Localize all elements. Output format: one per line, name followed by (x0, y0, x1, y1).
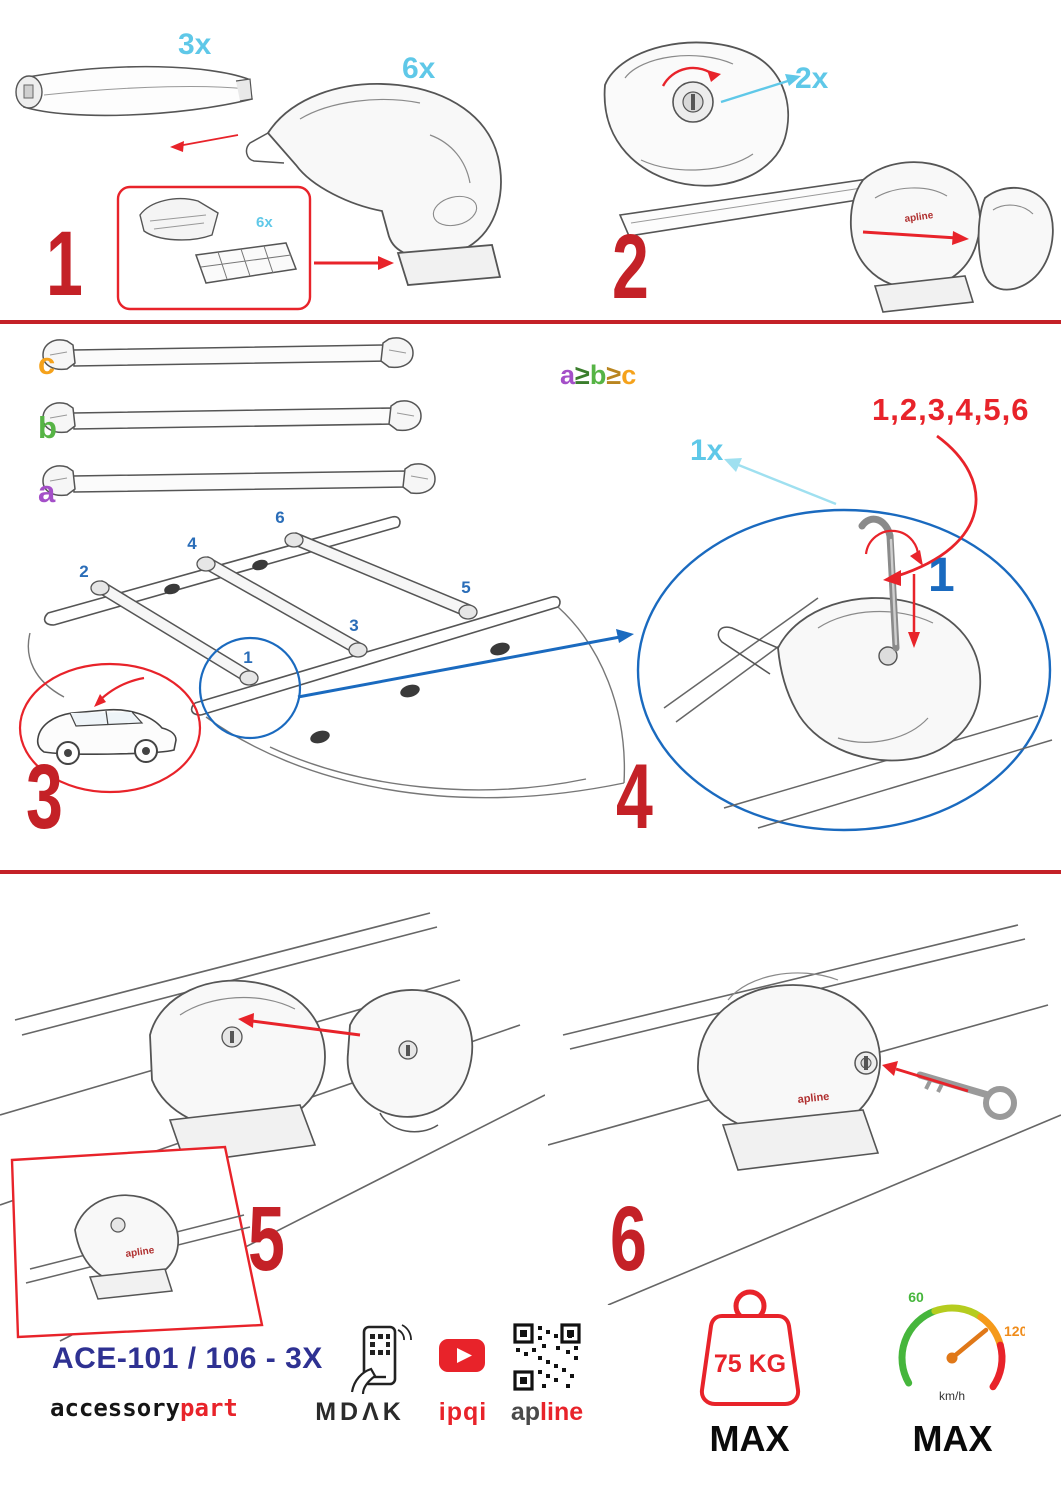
hex-key-qty-leader (724, 458, 837, 506)
qty-pad-label: 6x (256, 214, 273, 231)
bar-size-comparison (42, 337, 436, 497)
foot-top-view (603, 41, 801, 187)
brand-accessorypart: accessorypart (50, 1394, 238, 1422)
zoom-pointer-arrow (297, 635, 621, 699)
foot-brand-logo: apline (797, 1091, 830, 1106)
speedometer-icon: 60 120 km/h (898, 1289, 1025, 1403)
part-number: ACE-101 / 106 - 3X (52, 1342, 323, 1375)
youtube-icon (439, 1339, 485, 1372)
brand-accessory: accessory (50, 1394, 181, 1422)
bar-b-drawing (42, 400, 422, 434)
step-number-5: 5 (248, 1188, 285, 1290)
bar-foot-assembly: apline (618, 161, 1054, 313)
step-number-6: 6 (610, 1188, 647, 1290)
rule-ge1: ≥ (575, 360, 590, 390)
brand-part: part (180, 1394, 238, 1422)
tension-bolt (878, 646, 898, 666)
mounted-foot-drawing (149, 979, 326, 1164)
hand-icon (350, 1367, 377, 1394)
position-4: 4 (187, 534, 197, 553)
key-insert-arrow (895, 1067, 969, 1093)
crossbar-drawing (15, 65, 253, 117)
position-2: 2 (79, 562, 88, 581)
position-6: 6 (275, 508, 284, 527)
logo-mdak: MDΛK (315, 1398, 405, 1426)
tighten-sequence-label: 1,2,3,4,5,6 (872, 392, 1030, 427)
qty-key-label: 1x (690, 434, 724, 467)
highlight-circle-position-1 (198, 636, 302, 740)
size-rule: a≥b≥c (560, 360, 636, 391)
step5-illustration: apline (0, 912, 545, 1342)
zoom-foot-drawing (717, 597, 982, 762)
step-number-2: 2 (612, 216, 649, 318)
locked-foot-inset: apline (10, 1145, 264, 1339)
foot-drawing (245, 83, 502, 286)
phone-qr-scan-icon (350, 1324, 412, 1394)
tighten-order-arrow (883, 434, 978, 586)
logo-apline-line: line (540, 1398, 584, 1426)
speed-high-label: 120 (1004, 1323, 1025, 1339)
bar-a-drawing (42, 463, 436, 497)
mount-direction-arrow (97, 676, 145, 703)
qty-foot-label: 6x (402, 52, 436, 85)
qty-bar-label: 3x (178, 28, 212, 61)
rubber-pad-inset: 6x (116, 185, 394, 311)
step6-illustration: apline (548, 924, 1061, 1305)
logo-apline-ap: ap (510, 1398, 541, 1426)
logo-ipqi: ipqi (438, 1398, 488, 1426)
step-number-1: 1 (46, 213, 83, 315)
attach-arrow (251, 1019, 361, 1037)
step-number-3: 3 (26, 746, 63, 848)
section-divider-1 (0, 320, 1061, 324)
bar-label-c: c (38, 346, 56, 381)
position-3: 3 (349, 616, 358, 635)
weight-limit-icon: 75 KG (699, 1289, 801, 1406)
qr-code-icon (513, 1323, 581, 1391)
end-cover-piece (977, 186, 1054, 291)
rail-clip-covers (164, 559, 510, 744)
step-number-4: 4 (616, 746, 653, 848)
rule-ge2: ≥ (606, 360, 622, 390)
foot-brand-logo: apline (904, 210, 935, 225)
rule-b: b (589, 360, 607, 390)
roof-mounting-diagram: 2 4 6 1 3 5 (27, 508, 634, 799)
qty-lock-label: 2x (795, 62, 829, 95)
weight-value: 75 KG (714, 1350, 786, 1378)
speed-unit-label: km/h (939, 1389, 965, 1403)
position-numbers: 2 4 6 1 3 5 (79, 508, 470, 667)
first-position-label: 1 (928, 549, 955, 602)
cover-piece-drawing (346, 989, 474, 1133)
rule-a: a (560, 360, 576, 390)
speed-low-label: 60 (908, 1289, 924, 1305)
tighten-arrows (864, 529, 923, 648)
step4-zoom-detail (636, 508, 1053, 832)
bar-label-b: b (38, 410, 57, 445)
speed-max-label: MAX (912, 1418, 993, 1459)
locking-foot-drawing: apline (697, 972, 881, 1171)
weight-max-label: MAX (709, 1418, 790, 1459)
bar-c-drawing (42, 337, 414, 371)
car-body-lines (27, 606, 626, 799)
step2-illustration: apline (603, 41, 1054, 313)
position-1: 1 (243, 648, 252, 667)
section-divider-2 (0, 870, 1061, 874)
bar-label-a: a (38, 474, 56, 509)
step1-illustration: 6x (15, 65, 502, 311)
car-side-view (36, 708, 177, 765)
speedometer-needle (949, 1327, 989, 1361)
leader-arrow-bar (170, 134, 239, 152)
position-5: 5 (461, 578, 470, 597)
phone-qr-modules (370, 1334, 390, 1355)
logo-apline: apline (498, 1398, 596, 1427)
car-side-view-inset (18, 662, 202, 794)
foot-brand-logo: apline (125, 1245, 156, 1260)
rule-c: c (621, 360, 637, 390)
